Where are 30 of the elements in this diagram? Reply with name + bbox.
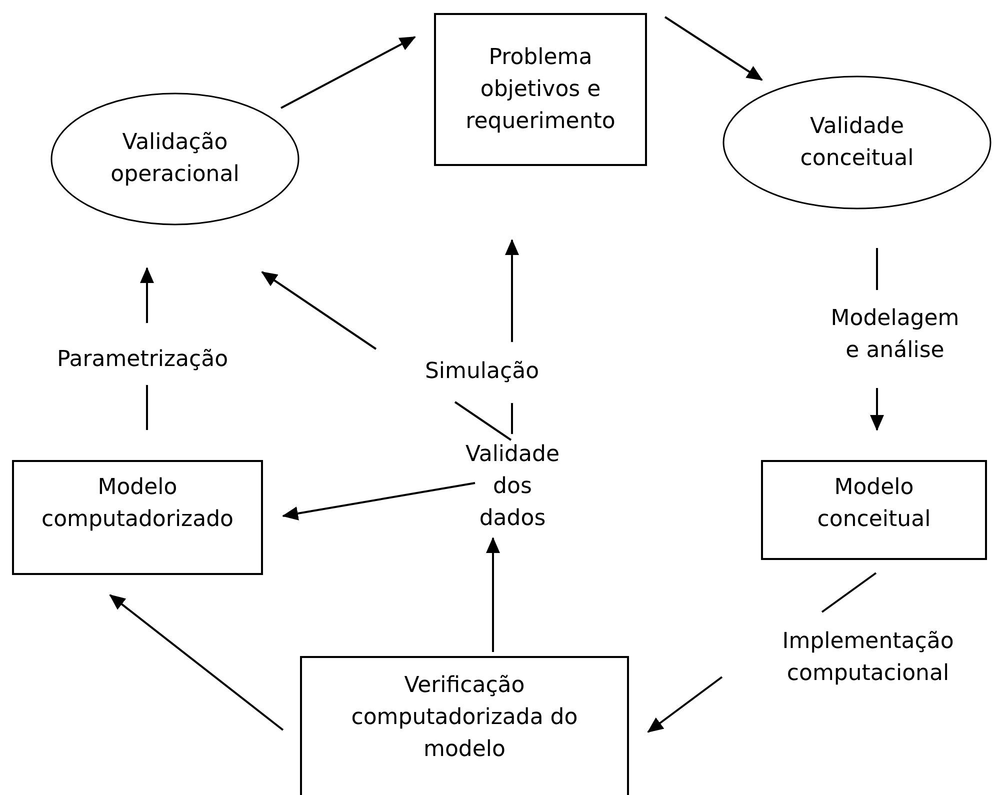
flow-label: Parametrização — [56, 346, 228, 374]
flow-label: Modelagem e análise — [830, 305, 960, 365]
connector-line — [146, 385, 148, 430]
process-box — [761, 460, 987, 560]
node-text: Modelo computadorizado — [40, 474, 235, 534]
connector-line — [454, 401, 512, 441]
node-text: Verificação computadorizada do modelo — [350, 672, 579, 764]
arrow — [109, 594, 284, 731]
arrow — [282, 482, 476, 520]
node-text: Modelo conceitual — [817, 474, 931, 534]
arrow — [664, 16, 763, 81]
node-text: Problema objetivos e requerimento — [466, 44, 616, 136]
process-box — [300, 656, 629, 795]
arrow — [870, 388, 884, 431]
arrow — [486, 537, 500, 652]
connector-line — [876, 248, 878, 290]
arrow — [280, 36, 416, 109]
flow-label: Implementação computacional — [781, 628, 955, 688]
process-box — [434, 13, 647, 166]
node-text: Validade conceitual — [799, 112, 915, 172]
process-box — [12, 460, 263, 575]
arrow — [140, 267, 154, 323]
connector-line — [511, 403, 513, 434]
arrow — [261, 271, 377, 350]
flow-label: Simulação — [424, 358, 540, 386]
flow-label: Validade dos dados — [464, 441, 560, 533]
node-text: Validação operacional — [110, 129, 240, 189]
arrow — [505, 239, 519, 342]
connector-line — [821, 572, 877, 613]
arrow — [647, 676, 723, 733]
